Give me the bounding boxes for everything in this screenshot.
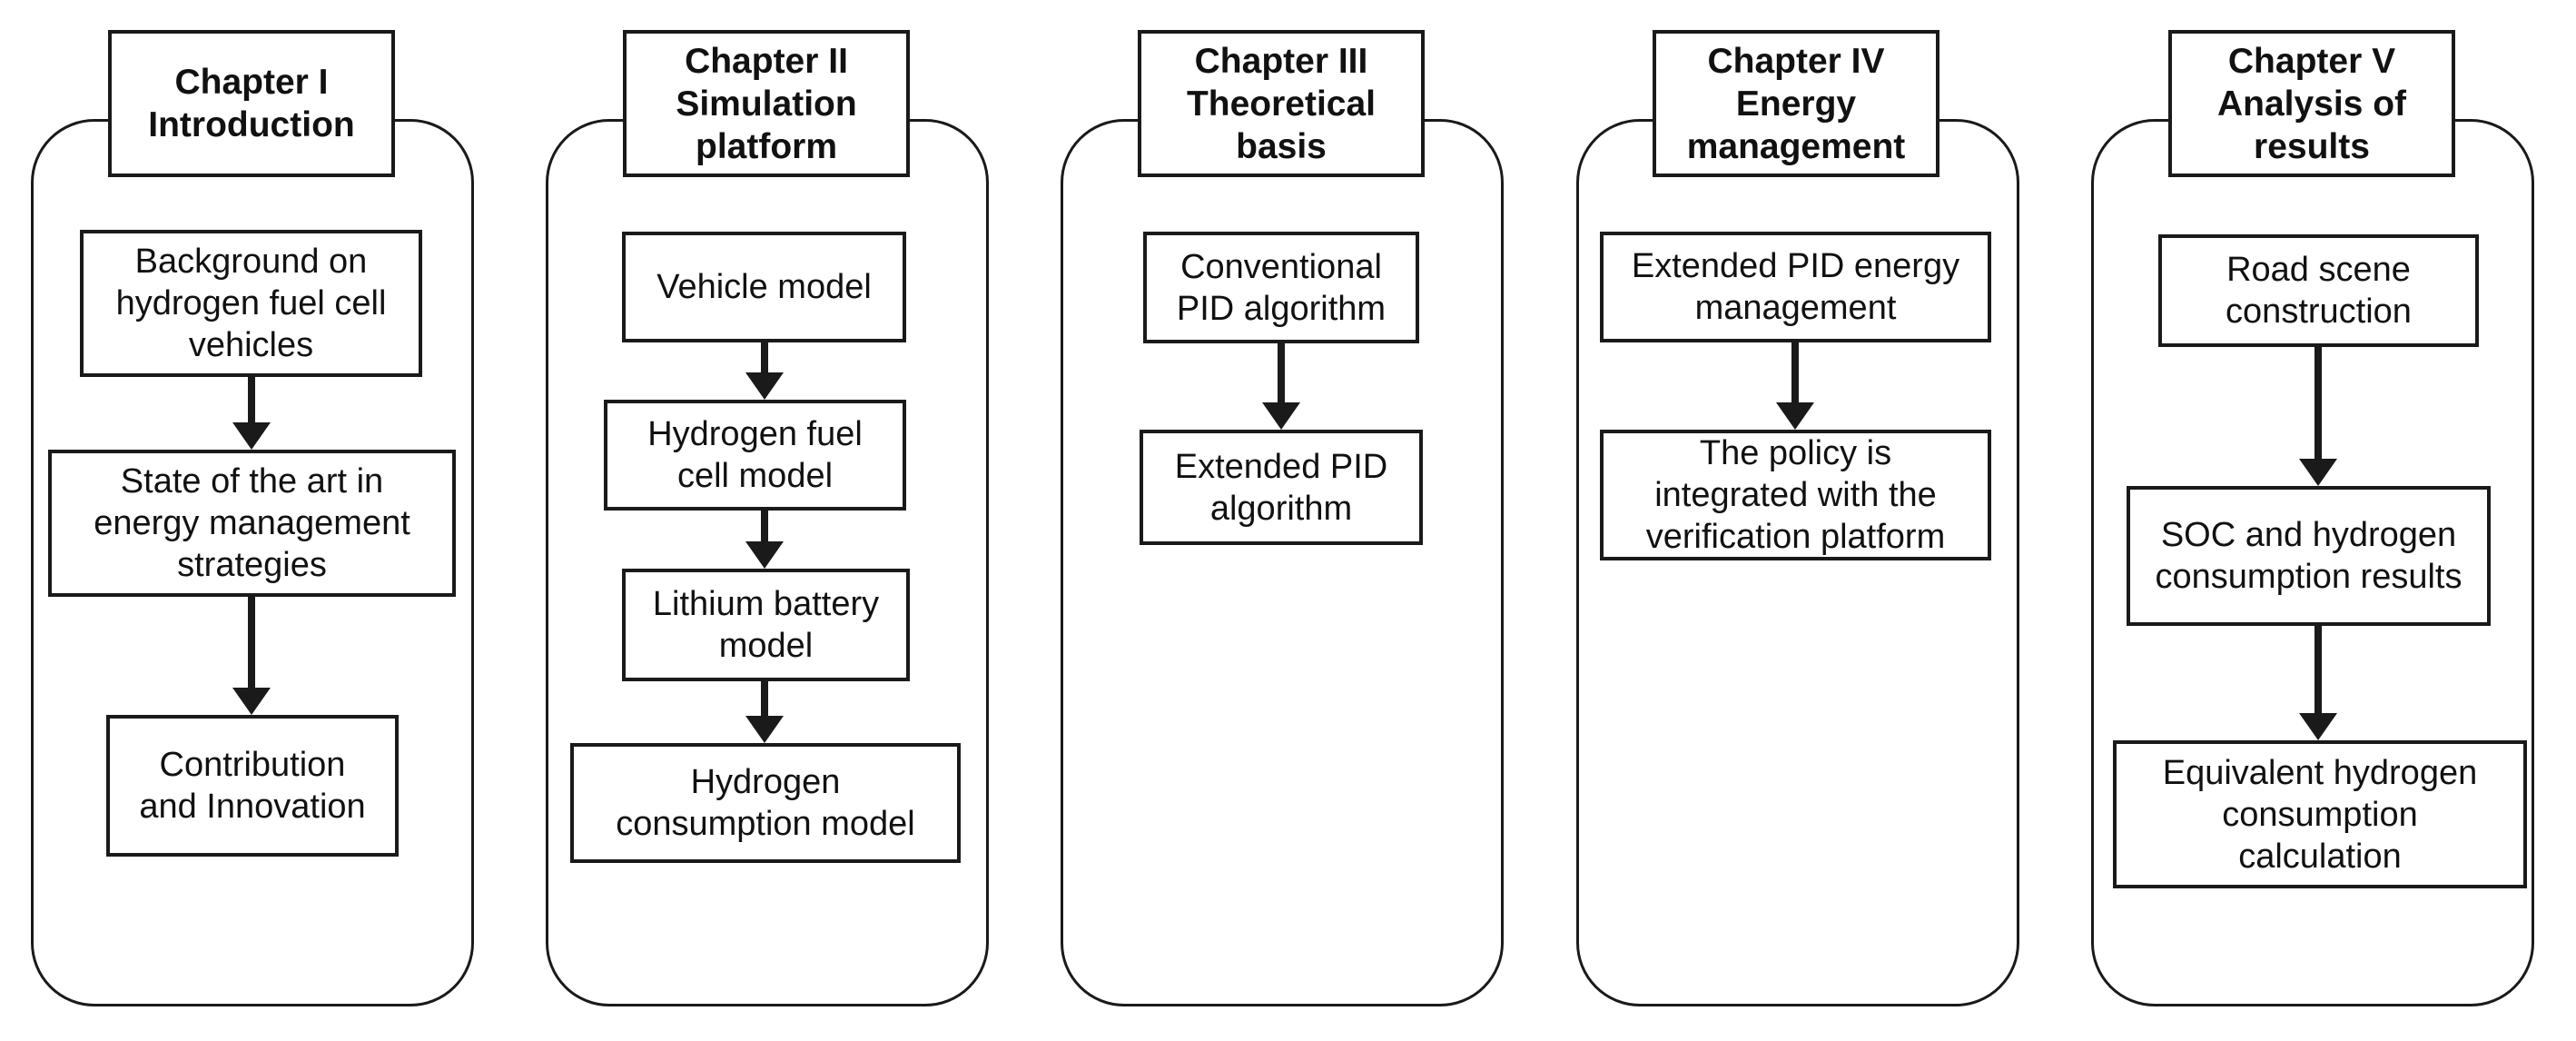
arrow-down-connector [745,681,784,743]
arrow-stem [1791,342,1799,406]
arrow-stem [248,377,255,426]
flow-box: Lithium battery model [622,569,910,681]
arrow-down-connector [2299,347,2337,486]
flow-box: Contribution and Innovation [106,715,399,857]
arrow-stem [761,342,768,376]
arrow-down-connector [232,597,271,715]
arrow-stem [761,511,768,545]
arrow-down-connector [1262,343,1300,430]
arrow-down-connector [1776,342,1814,430]
arrow-stem [2314,347,2322,462]
arrow-head-icon [232,422,271,450]
arrow-down-connector [232,377,271,450]
arrow-head-icon [745,716,784,743]
flow-box: Vehicle model [622,232,906,342]
chapter-4-header: Chapter IV Energy management [1653,30,1939,177]
flow-box: State of the art in energy management st… [48,450,456,597]
flow-box: Hydrogen consumption model [570,743,961,863]
arrow-head-icon [745,541,784,569]
chapter-3-header: Chapter III Theoretical basis [1138,30,1425,177]
arrow-down-connector [745,511,784,569]
chapter-5-header: Chapter V Analysis of results [2168,30,2455,177]
chapter-1-header: Chapter I Introduction [108,30,395,177]
arrow-stem [1278,343,1285,406]
arrow-head-icon [232,688,271,715]
arrow-down-connector [745,342,784,400]
arrow-down-connector [2299,626,2337,740]
flow-box: Extended PID algorithm [1140,430,1423,545]
flow-box: Conventional PID algorithm [1143,232,1419,343]
flow-box: Extended PID energy management [1600,232,1991,342]
flow-box: The policy is integrated with the verifi… [1600,430,1991,560]
arrow-stem [2314,626,2322,717]
arrow-stem [761,681,768,719]
flow-box: Background on hydrogen fuel cell vehicle… [80,230,422,377]
arrow-head-icon [2299,459,2337,486]
arrow-head-icon [1262,402,1300,430]
arrow-head-icon [745,372,784,400]
flow-box: Road scene construction [2158,234,2479,347]
flow-box: Equivalent hydrogen consumption calculat… [2113,740,2527,888]
flow-box: SOC and hydrogen consumption results [2127,486,2491,626]
chapter-2-header: Chapter II Simulation platform [623,30,910,177]
arrow-stem [248,597,255,691]
flow-box: Hydrogen fuel cell model [604,400,906,511]
arrow-head-icon [2299,713,2337,740]
arrow-head-icon [1776,402,1814,430]
